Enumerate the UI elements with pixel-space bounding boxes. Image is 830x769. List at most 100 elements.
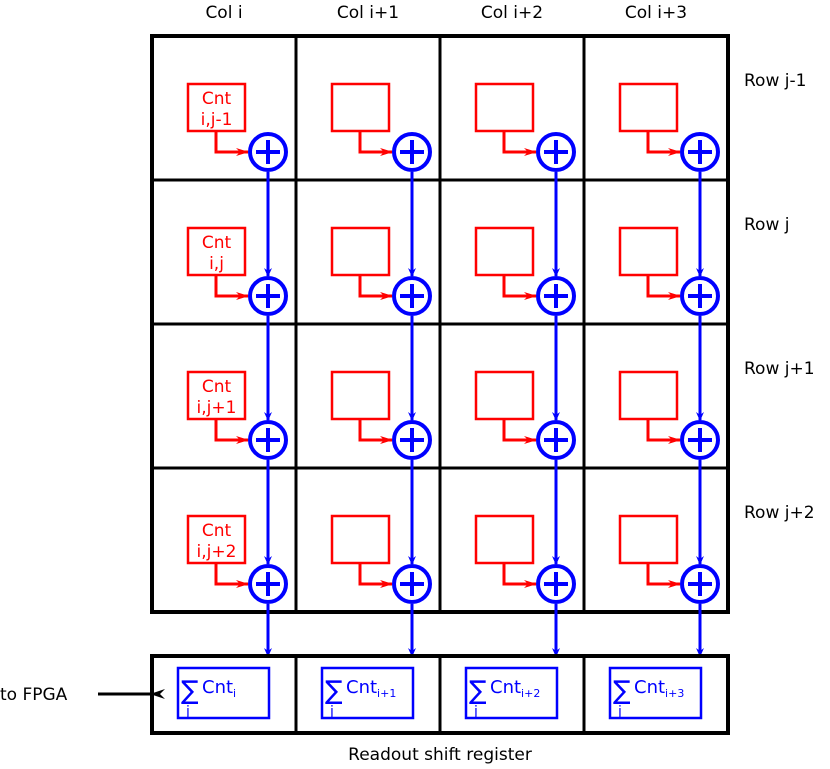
counter-index: i,j bbox=[209, 254, 224, 274]
sum-label-text: Cnt bbox=[634, 677, 665, 698]
plus-icon bbox=[400, 572, 424, 596]
row-label: Row j+2 bbox=[744, 503, 815, 523]
pixel-cell bbox=[330, 370, 432, 565]
sum-label-text: Cnt bbox=[490, 677, 521, 698]
register-cell: ∑j Cnti+1 bbox=[320, 666, 415, 720]
counter-box bbox=[618, 226, 679, 277]
counter-to-adder-arrow bbox=[646, 131, 681, 156]
sum-box bbox=[176, 666, 271, 720]
pixel-cell: Cnti,j+2 bbox=[186, 514, 288, 657]
sum-subscript: i+1 bbox=[377, 687, 396, 700]
counter-box bbox=[186, 82, 247, 133]
sigma-symbol: ∑ bbox=[613, 676, 631, 706]
plus-icon bbox=[400, 140, 424, 164]
counter-to-adder-arrow bbox=[214, 563, 249, 588]
column-header: Col i bbox=[205, 3, 242, 23]
sum-box bbox=[320, 666, 415, 720]
plus-icon bbox=[400, 284, 424, 308]
pixel-cell bbox=[330, 82, 432, 277]
sum-label: Cnti+3 bbox=[634, 677, 684, 700]
sum-index: j bbox=[185, 704, 190, 720]
plus-icon bbox=[256, 284, 280, 308]
row-label: Row j-1 bbox=[744, 71, 806, 91]
row-label: Row j bbox=[744, 215, 789, 235]
counter-label: Cnt bbox=[202, 233, 232, 253]
sum-subscript: i bbox=[233, 687, 236, 700]
plus-icon bbox=[688, 428, 712, 452]
sum-box bbox=[608, 666, 703, 720]
counter-index: i,j-1 bbox=[201, 110, 233, 130]
register-caption: Readout shift register bbox=[348, 745, 532, 765]
plus-icon bbox=[256, 572, 280, 596]
plus-icon bbox=[256, 140, 280, 164]
counter-box bbox=[618, 82, 679, 133]
counter-box bbox=[330, 370, 391, 421]
counter-index: i,j+2 bbox=[197, 542, 237, 562]
counter-index: i,j+1 bbox=[197, 398, 237, 418]
pixel-cell bbox=[330, 514, 432, 657]
sum-label: Cnti+2 bbox=[490, 677, 540, 700]
plus-icon bbox=[688, 572, 712, 596]
counter-to-adder-arrow bbox=[358, 563, 393, 588]
plus-icon bbox=[688, 284, 712, 308]
pixel-cell bbox=[474, 226, 576, 421]
counter-label: Cnt bbox=[202, 377, 232, 397]
plus-icon bbox=[256, 428, 280, 452]
counter-to-adder-arrow bbox=[502, 419, 537, 444]
counter-box bbox=[474, 514, 535, 565]
counter-to-adder-arrow bbox=[214, 131, 249, 156]
pixel-cell bbox=[474, 514, 576, 657]
pixel-cell bbox=[618, 370, 720, 565]
pixel-cell bbox=[474, 82, 576, 277]
pixel-cell: Cnti,j bbox=[186, 226, 288, 421]
pixel-cell: Cnti,j+1 bbox=[186, 370, 288, 565]
pixel-cell bbox=[618, 226, 720, 421]
register-cell: ∑j Cnti bbox=[176, 666, 271, 720]
counter-to-adder-arrow bbox=[502, 563, 537, 588]
counter-box bbox=[330, 226, 391, 277]
plus-icon bbox=[544, 284, 568, 308]
counter-box bbox=[474, 370, 535, 421]
sigma-symbol: ∑ bbox=[469, 676, 487, 706]
plus-icon bbox=[544, 140, 568, 164]
counter-box bbox=[618, 370, 679, 421]
sum-label-text: Cnt bbox=[346, 677, 377, 698]
sum-index: j bbox=[617, 704, 622, 720]
counter-box bbox=[474, 226, 535, 277]
counter-to-adder-arrow bbox=[646, 275, 681, 300]
sum-subscript: i+3 bbox=[665, 687, 684, 700]
sigma-symbol: ∑ bbox=[325, 676, 343, 706]
sum-label-text: Cnt bbox=[202, 677, 233, 698]
counter-to-adder-arrow bbox=[646, 563, 681, 588]
counter-label: Cnt bbox=[202, 521, 232, 541]
counter-to-adder-arrow bbox=[214, 419, 249, 444]
sum-label: Cnti bbox=[202, 677, 236, 700]
counter-to-adder-arrow bbox=[358, 275, 393, 300]
pixel-cell: Cnt i,j-1 bbox=[186, 82, 288, 277]
counter-to-adder-arrow bbox=[358, 419, 393, 444]
register-cell: ∑j Cnti+2 bbox=[464, 666, 559, 720]
sigma-symbol: ∑ bbox=[181, 676, 199, 706]
column-header: Col i+2 bbox=[481, 3, 543, 23]
plus-icon bbox=[544, 572, 568, 596]
pixel-cell bbox=[618, 514, 720, 657]
pixel-matrix-border bbox=[150, 34, 730, 614]
pixel-cell bbox=[474, 370, 576, 565]
counter-to-adder-arrow bbox=[358, 131, 393, 156]
output-label: to FPGA bbox=[0, 685, 68, 705]
counter-box bbox=[330, 82, 391, 133]
counter-box bbox=[618, 514, 679, 565]
counter-box bbox=[474, 82, 535, 133]
sum-index: j bbox=[329, 704, 334, 720]
column-header: Col i+3 bbox=[625, 3, 687, 23]
sum-index: j bbox=[473, 704, 478, 720]
counter-to-adder-arrow bbox=[502, 275, 537, 300]
plus-icon bbox=[688, 140, 712, 164]
counter-to-adder-arrow bbox=[646, 419, 681, 444]
row-label: Row j+1 bbox=[744, 359, 815, 379]
column-header: Col i+1 bbox=[337, 3, 399, 23]
counter-to-adder-arrow bbox=[502, 131, 537, 156]
sum-label: Cnti+1 bbox=[346, 677, 396, 700]
register-cell: ∑j Cnti+3 bbox=[608, 666, 703, 720]
